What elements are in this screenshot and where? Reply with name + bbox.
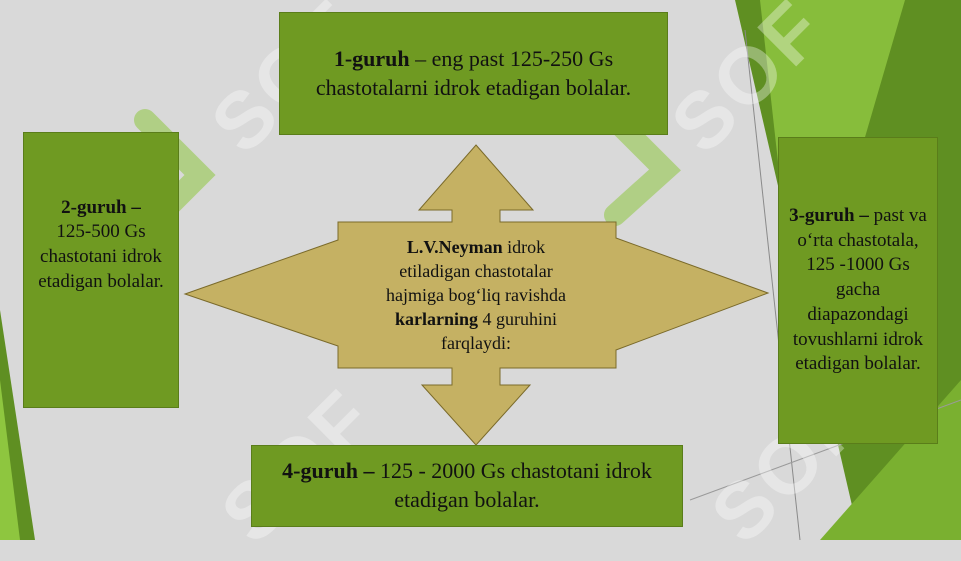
center-line-2: etiladigan chastotalar [399,261,553,282]
group-1-description: – eng past 125-250 Gs chastotalarni idro… [315,45,632,100]
group-3-description: past va o‘rta chastotala, 125 -1000 Gs g… [792,205,927,375]
decor-line-right [744,29,801,540]
center-line-4: karlarning 4 guruhini [395,308,557,332]
decor-shape-left-light [0,380,20,540]
group-3-text: 3-guruh – past va o‘rta chastotala, 125 … [785,204,931,377]
center-line-1: L.V.Neyman idrok [407,236,545,260]
group-1-title: 1-guruh [333,45,410,71]
group-1-text: 1-guruh – eng past 125-250 Gs chastotala… [294,45,653,102]
center-term: karlarning [394,308,478,329]
group-4-title: 4-guruh – [282,458,375,484]
center-line-4-rest: 4 guruhini [478,308,558,329]
center-description: L.V.Neyman idrok etiladigan chastotalar … [338,224,614,368]
group-3-box: 3-guruh – past va o‘rta chastotala, 125 … [778,137,938,444]
group-2-title: 2-guruh – [61,196,141,218]
group-2-description: 125-500 Gs chastotani idrok etadigan bol… [38,221,164,292]
center-author: L.V.Neyman [406,237,503,258]
group-4-description: 125 - 2000 Gs chastotani idrok etadigan … [374,458,652,512]
group-2-box: 2-guruh – 125-500 Gs chastotani idrok eta… [23,132,179,408]
group-1-box: 1-guruh – eng past 125-250 Gs chastotala… [279,12,668,135]
center-line-5: farqlaydi: [441,332,511,353]
center-line-1-rest: idrok [502,237,546,258]
center-line-3: hajmiga bog‘liq ravishda [386,285,566,306]
group-3-title: 3-guruh – [789,205,869,227]
group-4-box: 4-guruh – 125 - 2000 Gs chastotani idrok… [251,445,683,527]
group-4-text: 4-guruh – 125 - 2000 Gs chastotani idrok… [264,457,670,514]
group-2-text: 2-guruh – 125-500 Gs chastotani idrok eta… [30,196,172,295]
